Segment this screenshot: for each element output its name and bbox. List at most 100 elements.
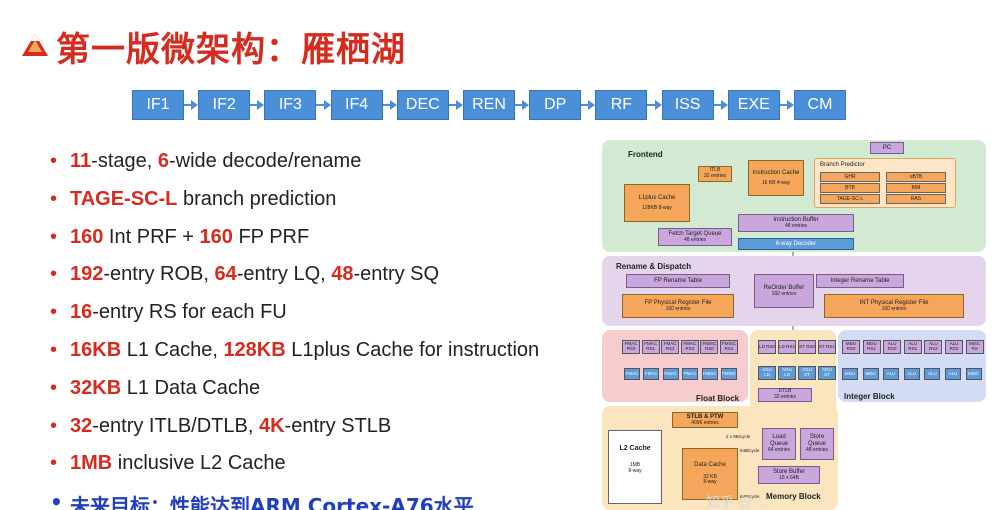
int-rt-label: Integer Rename Table [830,277,890,284]
bp-cell: BIM [886,183,946,193]
rob-sub: 192 entries [771,290,797,297]
feature-item: 16-entry RS for each FU [48,301,588,339]
feature-text: -entry ITLB/DTLB, [92,414,259,437]
float-fu: FMAC [624,368,640,380]
float-rs: FMISC RS1 [720,340,738,354]
feature-highlight: 4K [258,414,285,437]
stage-arrow [515,100,530,110]
stage-arrow [184,100,199,110]
stage-if1: IF1 [132,90,184,120]
feature-highlight: 128KB [223,338,286,361]
int-prf-box: INT Physical Register File 160 entries [824,294,964,318]
sbuf-label: Store Buffer [773,468,805,475]
mem-rs: LD RS0 [758,340,776,354]
bp-cell: uBTB [886,172,946,182]
reorder-buffer-box: ReOrder Buffer 192 entries [754,274,814,308]
int-fu: MDU [842,368,858,380]
feature-highlight: 16KB [70,338,122,361]
feature-item: 160 Int PRF + 160 FP PRF [48,226,588,264]
store-buffer-box: Store Buffer 16 x 64B [758,466,820,484]
stlb-sub: 4096 entries [691,419,719,426]
feature-item: 192-entry ROB, 64-entry LQ, 48-entry SQ [48,263,588,301]
bandwidth-note-64b: 64B/cycle [740,494,760,499]
rob-label: ReOrder Buffer [763,284,805,291]
bp-cell: GHR [820,172,880,182]
dcache-label: Data Cache [694,461,726,468]
stage-exe: EXE [727,90,780,120]
feature-highlight: 16 [70,301,93,324]
dtlb-box: DTLB 32 entries [758,388,812,402]
sq-label: Store Queue [807,434,826,448]
mem-rs: LD RS1 [778,340,796,354]
integer-block-label: Integer Block [844,392,895,401]
float-fu: FMAC [662,368,679,380]
rename-dispatch-label: Rename & Dispatch [616,262,692,271]
stage-arrow [250,100,265,110]
stlb-label: STLB & PTW [686,413,724,420]
feature-item: 1MB inclusive L2 Cache [48,452,588,490]
fp-rt-label: FP Rename Table [654,277,702,284]
float-rs: FMAC RS2 [661,340,680,354]
icache-sub: 16 KB 4-way [761,179,791,186]
fp-prf-sub: 160 entries [665,305,691,312]
int-rs: ALU RS1 [903,340,922,354]
stage-dp: DP [529,90,582,120]
mem-rs: ST RS1 [818,340,836,354]
l1plus-label: L1plus Cache [638,194,676,201]
float-rs: FMAC RS1 [641,340,660,354]
stage-arrow [713,100,729,110]
feature-text: -stage, [91,150,158,172]
l2-sub2: 8-way [628,467,642,474]
watermark: 知乎 @ ... [706,494,768,510]
feature-list: 11-stage, 6-wide decode/renameTAGE-SC-L … [48,150,588,510]
itlb-label: ITLB [709,167,721,174]
feature-highlight: 11 [70,150,92,172]
instruction-cache-box: Instruction Cache 16 KB 4-way [748,160,804,196]
stage-if4: IF4 [330,90,383,120]
stlb-ptw-box: STLB & PTW 4096 entries [672,412,738,428]
feature-item: 11-stage, 6-wide decode/rename [48,150,588,188]
stage-ren: REN [463,90,515,120]
float-rs: FMAC RS3 [680,340,699,354]
decoder-label: 6-way Decoder [775,240,817,247]
mountain-logo-icon [22,34,48,56]
itlb-sub: 32 entries [704,173,726,179]
itlb-box: ITLB 32 entries [698,166,732,182]
mem-rs: ST RS0 [798,340,816,354]
feature-highlight: 160 [199,225,233,248]
feature-text: inclusive L2 Cache [112,452,286,475]
feature-highlight: 192 [70,263,104,286]
int-fu: ALU [883,368,900,380]
mem-fu: AGU ST [818,366,836,380]
feature-highlight: TAGE-SC-L [70,187,178,210]
mem-fu: AGU LD [778,366,796,380]
stage-cm: CM [794,90,846,120]
stage-rf: RF [595,90,648,120]
lq-label: Load Queue [769,434,788,448]
int-prf-label: INT Physical Register File [859,299,929,306]
mem-fu: AGU ST [798,366,816,380]
int-rs: MDU RS1 [862,340,881,354]
int-fu: MDU [862,368,879,380]
microarchitecture-diagram: Frontend PC ITLB 32 entries Instruction … [598,138,990,510]
dcache-sub1: 32 KB [703,473,717,480]
ftq-sub: 48 entries [684,236,706,243]
feature-text: -entry SQ [353,263,440,286]
store-queue-box: Store Queue 48 entries [800,428,834,460]
l1plus-sub: 128KB 8-way [642,204,672,211]
stage-iss: ISS [661,90,714,120]
page-title: 第一版微架构：雁栖湖 [56,30,406,70]
bandwidth-note-2x: 2 x 8B/cycle [726,434,751,439]
int-fu: MISC [965,368,982,380]
data-cache-box: Data Cache 32 KB 8-way [682,448,738,500]
float-fu: FMISC [721,368,737,380]
feature-highlight: 64 [214,263,237,286]
int-rename-table-box: Integer Rename Table [816,274,904,288]
l1plus-cache-box: L1plus Cache 128KB 8-way [624,184,690,222]
dtlb-label: DTLB [778,388,792,395]
stage-arrow [779,100,795,110]
lq-sub: 64 entries [768,447,790,454]
load-queue-box: Load Queue 64 entries [762,428,796,460]
float-fu: FMAC [682,368,699,380]
bp-cell: TAGE-SC-L [820,194,880,204]
